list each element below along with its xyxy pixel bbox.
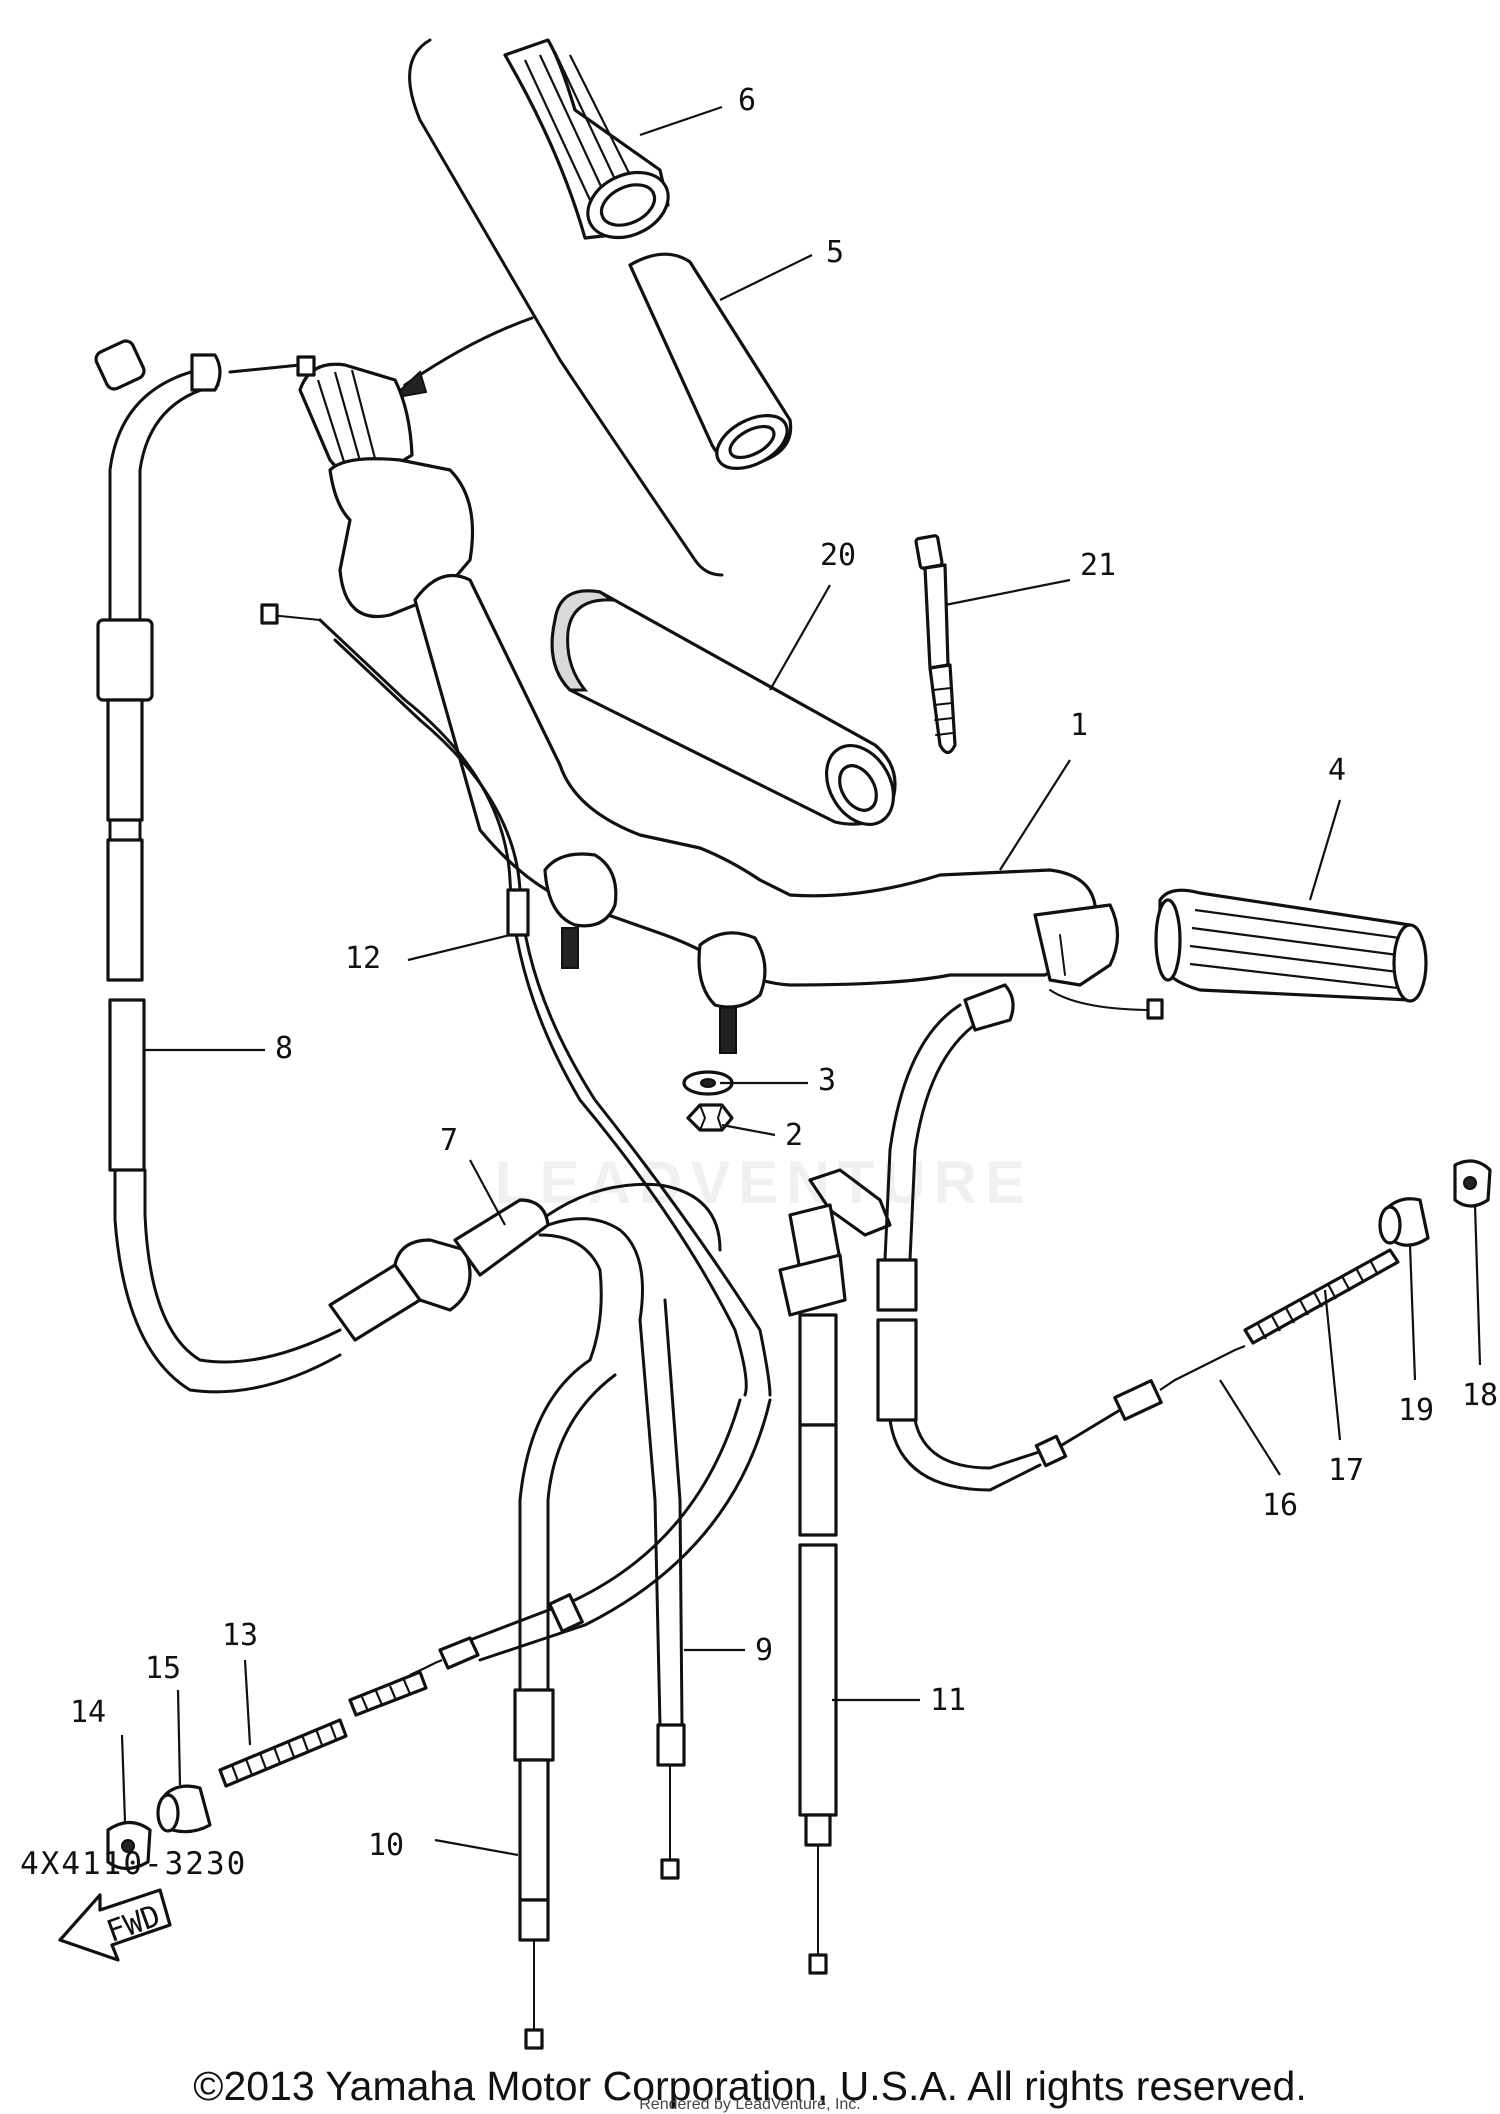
callout-15: 15 xyxy=(145,1651,181,1686)
callout-17: 17 xyxy=(1328,1453,1364,1488)
cap-part-14 xyxy=(106,1820,152,1871)
callout-18: 18 xyxy=(1462,1378,1498,1413)
adjuster-part-13 xyxy=(218,1636,480,1788)
cable-part-8 xyxy=(94,339,342,1394)
handlebar-part-1 xyxy=(413,573,1120,1054)
callout-3: 3 xyxy=(818,1063,836,1098)
callout-20: 20 xyxy=(820,538,856,573)
cable-part-7 xyxy=(328,1182,722,1362)
cable-part-10 xyxy=(513,1358,617,2050)
callout-16: 16 xyxy=(1262,1488,1298,1523)
callout-14: 14 xyxy=(70,1695,106,1730)
page-code: 4X4110-3230 xyxy=(20,1846,248,1882)
callout-2: 2 xyxy=(785,1118,803,1153)
cable-part-9 xyxy=(638,1298,686,1880)
callout-leaders xyxy=(120,105,1482,1857)
choke-cable-part-11 xyxy=(778,1168,892,1975)
adjuster-part-16 xyxy=(1060,1344,1246,1447)
nut-part-2 xyxy=(686,1103,734,1132)
callout-4: 4 xyxy=(1328,753,1346,788)
callout-13: 13 xyxy=(222,1618,258,1653)
grip-part-4 xyxy=(1154,888,1428,1003)
clutch-cable-right xyxy=(876,983,1164,1492)
fwd-arrow: FWD xyxy=(58,1888,172,1962)
callout-7: 7 xyxy=(440,1123,458,1158)
collar-part-19 xyxy=(1378,1197,1430,1247)
callout-19: 19 xyxy=(1398,1393,1434,1428)
cable-band-part-21 xyxy=(914,534,957,755)
cap-part-18 xyxy=(1453,1159,1492,1208)
cable-part-12 xyxy=(260,603,772,1662)
copyright-notice: ©2013 Yamaha Motor Corporation, U.S.A. A… xyxy=(193,2063,1307,2109)
callout-9: 9 xyxy=(755,1633,773,1668)
callout-12: 12 xyxy=(345,941,381,976)
rendered-by-notice: Rendered by LeadVenture, Inc. xyxy=(639,2096,861,2113)
callout-5: 5 xyxy=(826,235,844,270)
spring-part-17 xyxy=(1243,1248,1400,1345)
sleeve-part-5 xyxy=(628,252,793,470)
callout-1: 1 xyxy=(1070,708,1088,743)
callout-10: 10 xyxy=(368,1828,404,1863)
inset-boundary xyxy=(388,38,724,577)
grip-cover-part-20 xyxy=(550,589,897,826)
callout-8: 8 xyxy=(275,1031,293,1066)
callout-numbers: 6 5 20 21 1 4 3 2 8 7 12 9 11 10 16 17 1… xyxy=(70,83,1498,1863)
grip-part-6 xyxy=(503,38,670,240)
callout-11: 11 xyxy=(930,1683,966,1718)
callout-21: 21 xyxy=(1080,548,1116,583)
watermark: LEADVENTURE xyxy=(495,1149,1034,1216)
collar-part-15 xyxy=(156,1784,212,1834)
callout-6: 6 xyxy=(738,83,756,118)
throttle-grip-left xyxy=(298,362,475,618)
